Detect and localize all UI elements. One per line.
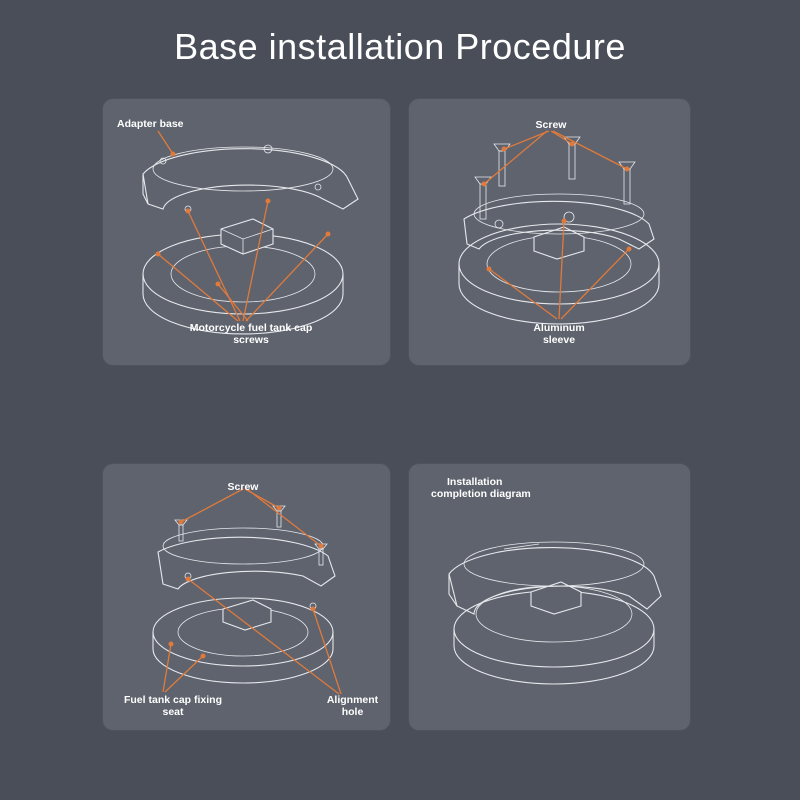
screw-label: Screw — [227, 481, 259, 493]
screws-sleeve-illustration — [458, 130, 660, 325]
aluminum-sleeve-label-line1: Aluminum — [533, 322, 585, 334]
completion-label-line1: Installation — [447, 476, 503, 488]
panel-completion: Installation completion diagram — [409, 464, 690, 730]
fixing-seat-label: Fuel tank cap fixing seat — [113, 694, 233, 718]
fuel-cap-screws-label-line2: screws — [233, 334, 269, 346]
page-title: Base installation Procedure — [174, 26, 626, 67]
completion-label: Installation completion diagram — [431, 476, 531, 500]
alignment-hole-label: Alignment hole — [315, 694, 390, 718]
fuel-cap-screws-label: Motorcycle fuel tank cap screws — [161, 322, 341, 346]
alignment-hole-label-line1: Alignment — [326, 694, 379, 706]
fixing-seat-label-line2: seat — [162, 706, 184, 718]
alignment-hole-label-line2: hole — [341, 706, 364, 718]
adapter-base-illustration — [142, 130, 359, 335]
screw-label: Screw — [535, 119, 567, 131]
fixing-seat-illustration — [152, 488, 342, 695]
completion-illustration — [448, 541, 662, 685]
fixing-seat-label-line1: Fuel tank cap fixing — [123, 694, 223, 706]
panel-fixing-seat: Screw Fuel tank cap fixing seat Alignmen… — [103, 464, 390, 730]
panel-screws-sleeve: Screw Aluminum sleeve — [409, 99, 690, 365]
aluminum-sleeve-label-line2: sleeve — [542, 334, 576, 346]
adapter-base-label: Adapter base — [117, 118, 184, 130]
completion-label-line2: completion diagram — [431, 488, 531, 500]
aluminum-sleeve-label: Aluminum sleeve — [509, 322, 609, 346]
panel-adapter-base: Adapter base Motorcycle fuel tank cap sc… — [103, 99, 390, 365]
fuel-cap-screws-label-line1: Motorcycle fuel tank cap — [189, 322, 313, 334]
